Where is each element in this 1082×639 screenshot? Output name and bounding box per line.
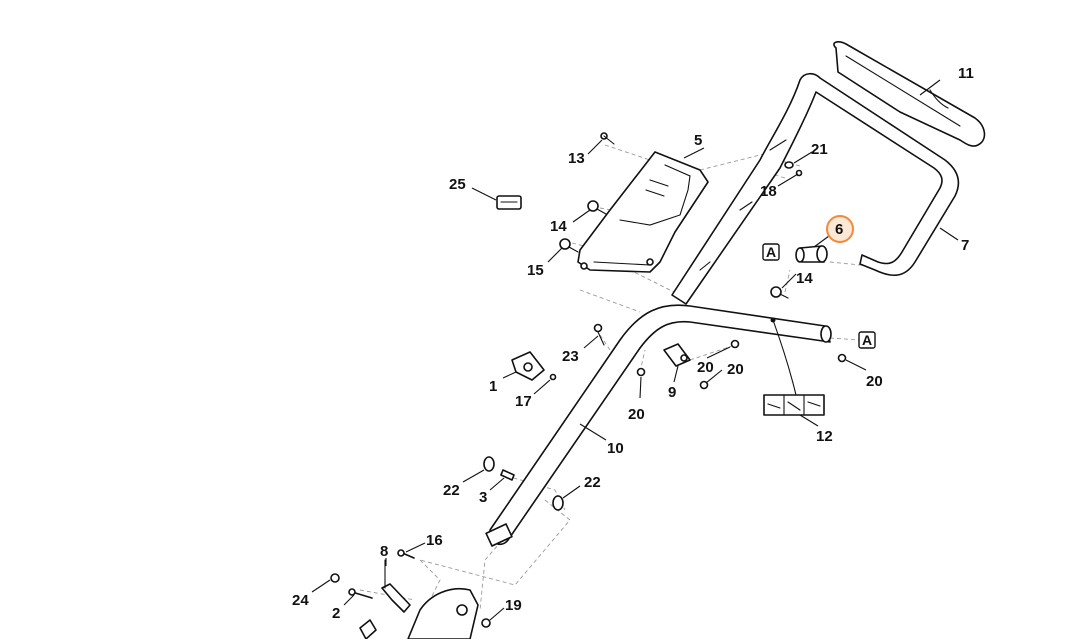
callout-20b[interactable]: 20	[727, 361, 744, 378]
callout-6[interactable]: 6	[835, 221, 843, 238]
marker-a-right: A	[858, 331, 876, 349]
callout-20a[interactable]: 20	[697, 359, 714, 376]
callout-5[interactable]: 5	[694, 132, 702, 149]
callout-15[interactable]: 15	[527, 262, 544, 279]
callout-20d[interactable]: 20	[866, 373, 883, 390]
part-25-decal	[496, 195, 522, 210]
callout-3[interactable]: 3	[479, 489, 487, 506]
leader-lines	[311, 79, 959, 621]
part-7-upper-handle	[671, 72, 960, 305]
callout-22a[interactable]: 22	[443, 482, 460, 499]
callout-24[interactable]: 24	[292, 592, 309, 609]
part-8-lever	[381, 559, 411, 613]
callout-20c[interactable]: 20	[628, 406, 645, 423]
callout-7[interactable]: 7	[961, 237, 969, 254]
part-10-lower-handle	[485, 304, 832, 547]
callout-2[interactable]: 2	[332, 605, 340, 622]
highlight-circle-6	[826, 215, 854, 243]
part-9-connector	[663, 343, 691, 367]
part-6-sleeve	[795, 245, 828, 263]
callout-12[interactable]: 12	[816, 428, 833, 445]
marker-a-left-text: A	[766, 244, 776, 260]
callout-13[interactable]: 13	[568, 150, 585, 167]
part-12-label	[763, 394, 825, 416]
callout-8[interactable]: 8	[380, 543, 388, 560]
callout-14b[interactable]: 14	[796, 270, 813, 287]
fasteners	[330, 132, 847, 628]
callout-25[interactable]: 25	[449, 176, 466, 193]
callout-22b[interactable]: 22	[584, 474, 601, 491]
callout-11[interactable]: 11	[958, 65, 974, 82]
callout-16[interactable]: 16	[426, 532, 443, 549]
part-callouts: 11 5 13 25 14 15 21 18 6 7 14 23 1 17 20…	[292, 65, 974, 622]
part-11-grip	[833, 41, 986, 147]
callout-18[interactable]: 18	[760, 183, 777, 200]
callout-21[interactable]: 21	[811, 141, 828, 158]
callout-10[interactable]: 10	[607, 440, 624, 457]
callout-9[interactable]: 9	[668, 384, 676, 401]
part-5-cover-plate	[577, 151, 709, 273]
bottom-bracket	[359, 588, 479, 639]
callout-19[interactable]: 19	[505, 597, 522, 614]
marker-a-right-text: A	[862, 332, 872, 348]
part-1-clip	[511, 351, 545, 381]
callout-1[interactable]: 1	[489, 378, 497, 395]
marker-a-left: A	[762, 243, 780, 261]
callout-23[interactable]: 23	[562, 348, 579, 365]
callout-17[interactable]: 17	[515, 393, 532, 410]
callout-14a[interactable]: 14	[550, 218, 567, 235]
